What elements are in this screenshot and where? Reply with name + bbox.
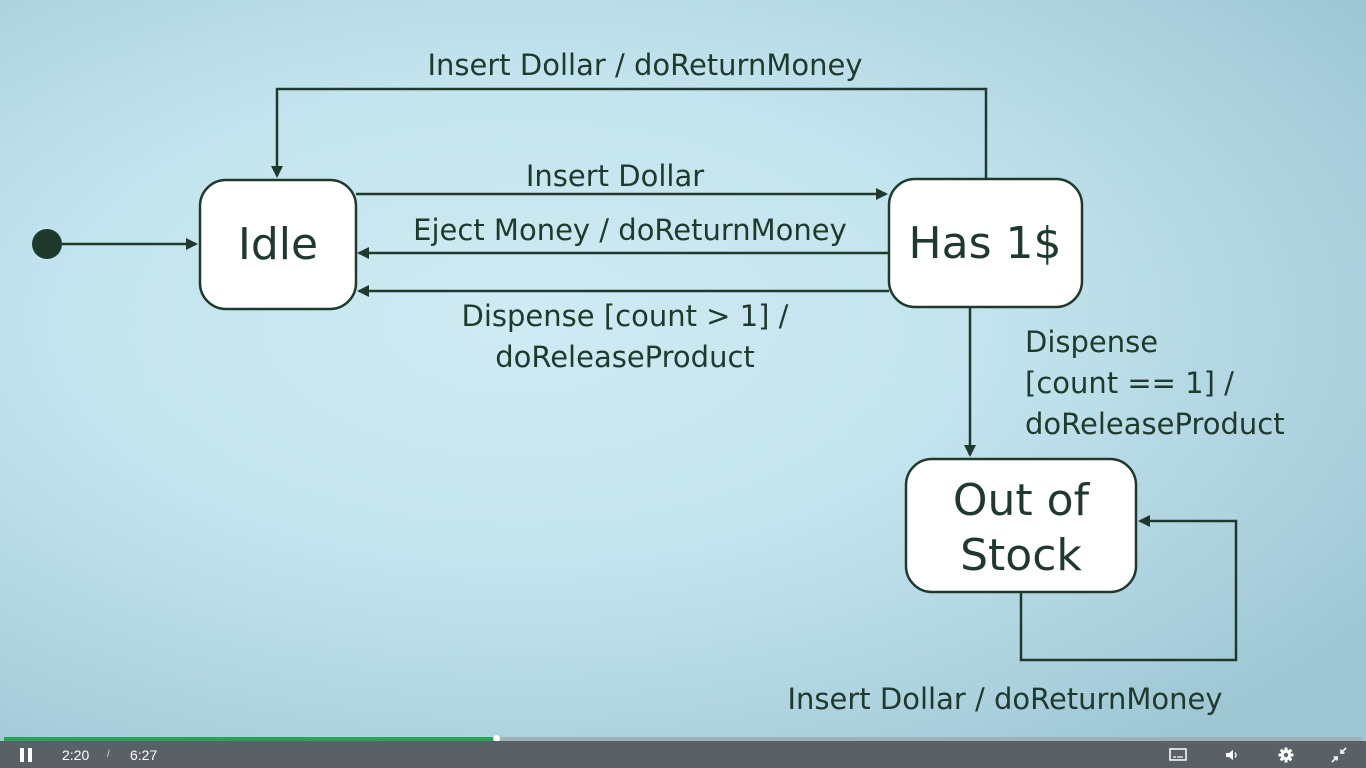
transition-self-loop-label: Insert Dollar / doReturnMoney (787, 682, 1222, 716)
initial-state-dot (32, 229, 62, 259)
volume-button[interactable] (1220, 741, 1244, 768)
transition-top-return-label: Insert Dollar / doReturnMoney (427, 48, 862, 82)
pause-icon (18, 747, 34, 762)
progress-handle[interactable] (492, 735, 500, 742)
transition-top-return-arrow (271, 87, 988, 179)
captions-button[interactable] (1166, 741, 1190, 768)
gear-icon (1278, 747, 1294, 762)
transition-dispense-many-label-line2: doReleaseProduct (495, 340, 755, 374)
state-idle: Idle (198, 178, 358, 311)
volume-icon (1226, 749, 1237, 760)
state-has-one-dollar: Has 1$ (887, 177, 1084, 309)
player-controls: 2:20 / 6:27 (0, 741, 1366, 768)
exit-fullscreen-icon (1331, 746, 1347, 763)
state-idle-label: Idle (238, 219, 318, 270)
pause-button[interactable] (12, 741, 40, 768)
transition-insert-label: Insert Dollar (526, 159, 704, 193)
transition-self-loop-arrow (1019, 515, 1238, 662)
state-out-of-stock-label-line1: Out of (953, 475, 1091, 526)
current-time: 2:20 (62, 746, 90, 763)
progress-bar[interactable] (4, 735, 1362, 742)
progress-fill (4, 737, 496, 741)
transition-dispense-many-label-line1: Dispense [count > 1] / (462, 299, 789, 333)
state-out-of-stock-label-line2: Stock (960, 530, 1082, 581)
transition-dispense-one-label-line1: Dispense (1025, 325, 1158, 359)
captions-icon (1169, 747, 1187, 761)
total-time: 6:27 (130, 746, 158, 763)
state-out-of-stock: Out of Stock (904, 457, 1138, 594)
settings-button[interactable] (1274, 741, 1298, 768)
transition-dispense-one-label-line3: doReleaseProduct (1025, 407, 1285, 441)
state-has-one-dollar-label: Has 1$ (909, 218, 1062, 269)
time-separator: / (107, 749, 110, 760)
transition-eject-label: Eject Money / doReturnMoney (413, 213, 847, 247)
exit-fullscreen-button[interactable] (1327, 741, 1351, 768)
transition-dispense-one-label-line2: [count == 1] / (1025, 366, 1234, 400)
